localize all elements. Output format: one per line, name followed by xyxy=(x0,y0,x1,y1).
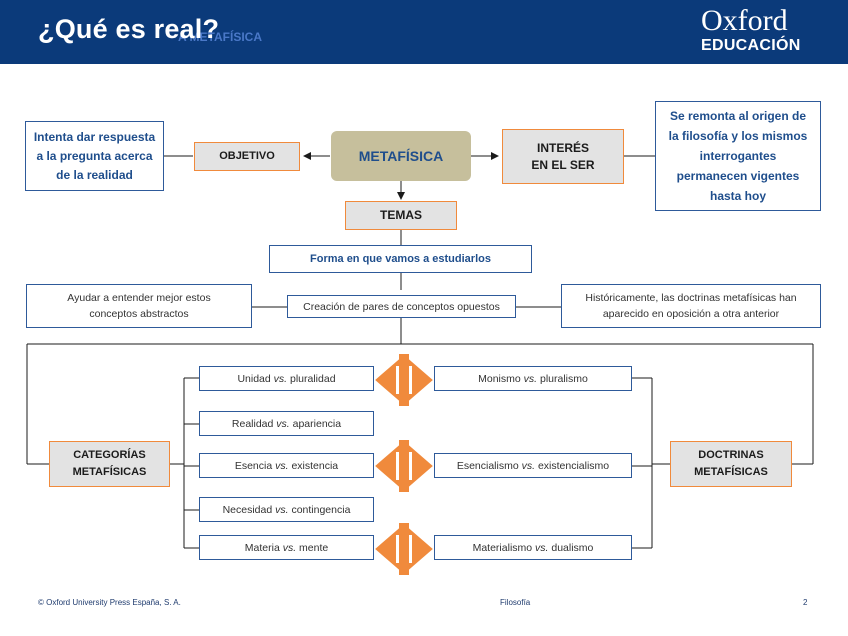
pair-esencia-existencia: Esencia vs. existencia xyxy=(199,453,374,478)
objetivo-description: Intenta dar respuesta a la pregunta acer… xyxy=(25,121,164,191)
footer-page-number: 2 xyxy=(803,598,808,607)
ayudar-box: Ayudar a entender mejor estos conceptos … xyxy=(26,284,252,328)
creacion-box: Creación de pares de conceptos opuestos xyxy=(287,295,516,318)
pair-realidad-apariencia: Realidad vs. apariencia xyxy=(199,411,374,436)
oxford-logo: Oxford xyxy=(701,4,788,37)
page-title: ¿Qué es real? xyxy=(38,14,220,44)
educacion-logo: EDUCACIÓN xyxy=(701,37,801,54)
footer-subject: Filosofía xyxy=(500,598,531,607)
metafisica-box: METAFÍSICA xyxy=(331,131,471,181)
historicamente-box: Históricamente, las doctrinas metafísica… xyxy=(561,284,821,328)
pair-unidad-pluralidad: Unidad vs. pluralidad xyxy=(199,366,374,391)
pair-materialismo-dualismo: Materialismo vs. dualismo xyxy=(434,535,632,560)
doctrinas-box: DOCTRINAS METAFÍSICAS xyxy=(670,441,792,487)
interes-box: INTERÉS EN EL SER xyxy=(502,129,624,184)
objetivo-box: OBJETIVO xyxy=(194,142,300,171)
interes-description: Se remonta al origen de la filosofía y l… xyxy=(655,101,821,211)
categorias-box: CATEGORÍAS METAFÍSICAS xyxy=(49,441,170,487)
header-bar xyxy=(0,0,848,64)
pair-esencialismo-existencialismo: Esencialismo vs. existencialismo xyxy=(434,453,632,478)
forma-box: Forma en que vamos a estudiarlos xyxy=(269,245,532,273)
header-subtitle: A METAFÍSICA xyxy=(178,30,262,44)
pair-necesidad-contingencia: Necesidad vs. contingencia xyxy=(199,497,374,522)
pair-materia-mente: Materia vs. mente xyxy=(199,535,374,560)
temas-box: TEMAS xyxy=(345,201,457,230)
footer-copyright: © Oxford University Press España, S. A. xyxy=(38,598,181,607)
pair-monismo-pluralismo: Monismo vs. pluralismo xyxy=(434,366,632,391)
